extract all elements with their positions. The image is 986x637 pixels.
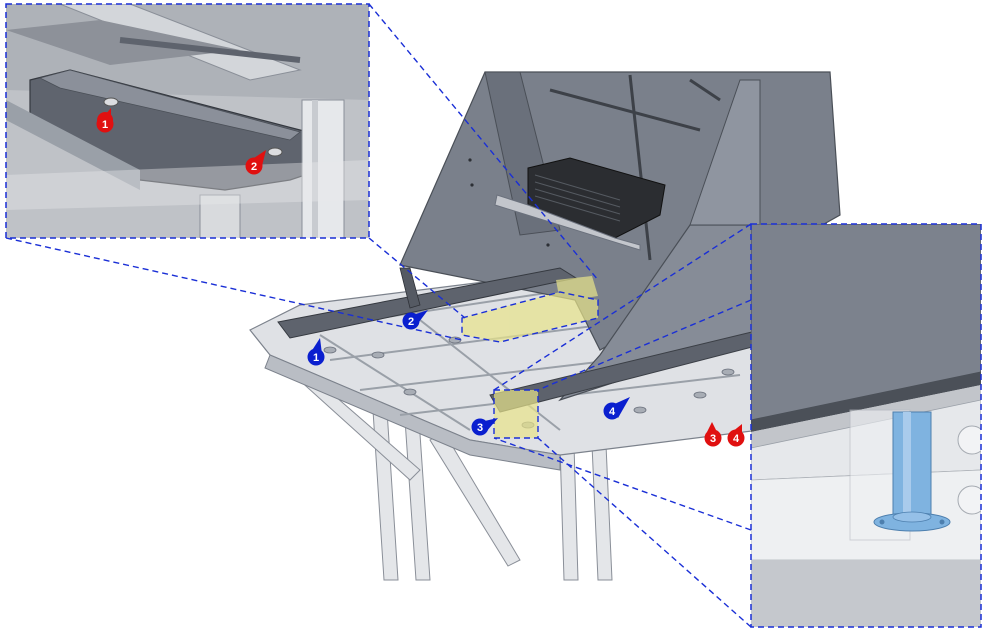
highlight-zone-lower — [494, 390, 538, 438]
callout-main-blue-4: 4 — [603, 397, 630, 420]
leader-lines — [5, 3, 752, 628]
callout-main-red-4: 4 — [727, 424, 745, 447]
callout-inset-red-1: 1 — [96, 108, 114, 133]
inset-top-left — [5, 3, 370, 239]
callout-label: 4 — [733, 433, 740, 445]
callout-label: 2 — [408, 316, 414, 328]
heatsink-block — [494, 157, 666, 251]
side-panel-front — [489, 79, 761, 413]
callout-label: 2 — [251, 161, 257, 173]
callout-inset-red-2: 2 — [245, 150, 266, 175]
callout-label: 4 — [609, 406, 616, 418]
callout-main-blue-1: 1 — [307, 338, 325, 366]
callout-label: 3 — [710, 433, 716, 445]
callout-label: 1 — [313, 352, 319, 364]
main-assembly-view — [249, 71, 841, 581]
callout-label: 3 — [477, 422, 483, 434]
callout-label: 1 — [102, 119, 108, 131]
highlight-zone-upper — [462, 292, 598, 342]
inset-right — [750, 223, 982, 628]
spacer-standoff — [873, 411, 951, 532]
highlight-zone-upper-right — [556, 276, 598, 302]
callout-main-blue-2: 2 — [402, 310, 428, 330]
callout-main-red-3: 3 — [704, 422, 722, 447]
callout-main-blue-3: 3 — [471, 418, 498, 436]
highlight-zones — [462, 276, 598, 438]
